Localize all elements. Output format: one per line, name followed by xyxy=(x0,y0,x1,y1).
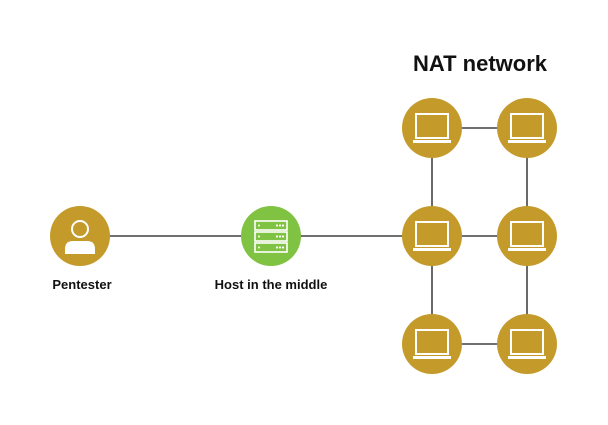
host-circle xyxy=(241,206,301,266)
nat-node-mid-right xyxy=(497,206,557,266)
user-icon xyxy=(65,220,95,254)
server-icon xyxy=(254,220,288,253)
nat-node-top-right xyxy=(497,98,557,158)
host-label: Host in the middle xyxy=(215,277,328,292)
nat-node-mid-left xyxy=(402,206,462,266)
pentester-label: Pentester xyxy=(52,277,111,292)
nat-network-title: NAT network xyxy=(413,51,548,76)
pentester-node: Pentester xyxy=(50,206,112,292)
host-node: Host in the middle xyxy=(215,206,328,292)
nat-node-bottom-left xyxy=(402,314,462,374)
nat-node-top-left xyxy=(402,98,462,158)
nat-node-bottom-right xyxy=(497,314,557,374)
